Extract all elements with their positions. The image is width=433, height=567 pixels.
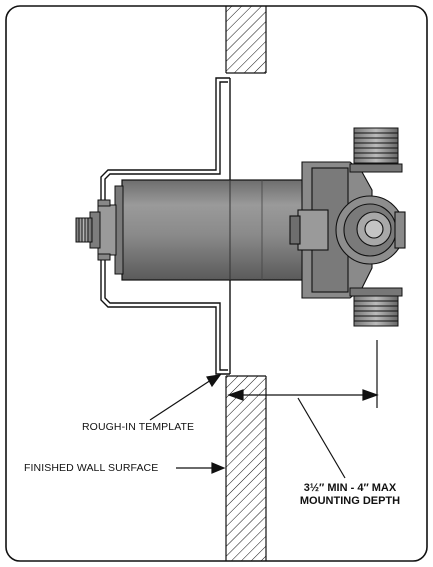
mounting-depth-line2: MOUNTING DEPTH	[299, 495, 401, 507]
leader-finished-wall	[176, 462, 226, 474]
mounting-depth-label: 3½″ MIN - 4″ MAX MOUNTING DEPTH	[280, 482, 420, 508]
valve-stem	[75, 199, 117, 261]
bottom-supply-pipe	[349, 287, 403, 327]
top-supply-pipe	[349, 127, 403, 173]
finished-wall-surface-label: FINISHED WALL SURFACE	[24, 462, 159, 474]
leader-mounting-depth	[297, 397, 346, 479]
valve-manifold	[289, 161, 406, 299]
diagram-frame	[5, 5, 428, 562]
wall-section	[225, 6, 267, 561]
mounting-depth-dimension	[227, 340, 379, 408]
rough-in-template-label: ROUGH-IN TEMPLATE	[82, 421, 195, 433]
leader-rough-in	[149, 374, 222, 421]
mounting-depth-line1: 3½″ MIN - 4″ MAX	[303, 482, 397, 494]
valve-body	[114, 179, 313, 281]
